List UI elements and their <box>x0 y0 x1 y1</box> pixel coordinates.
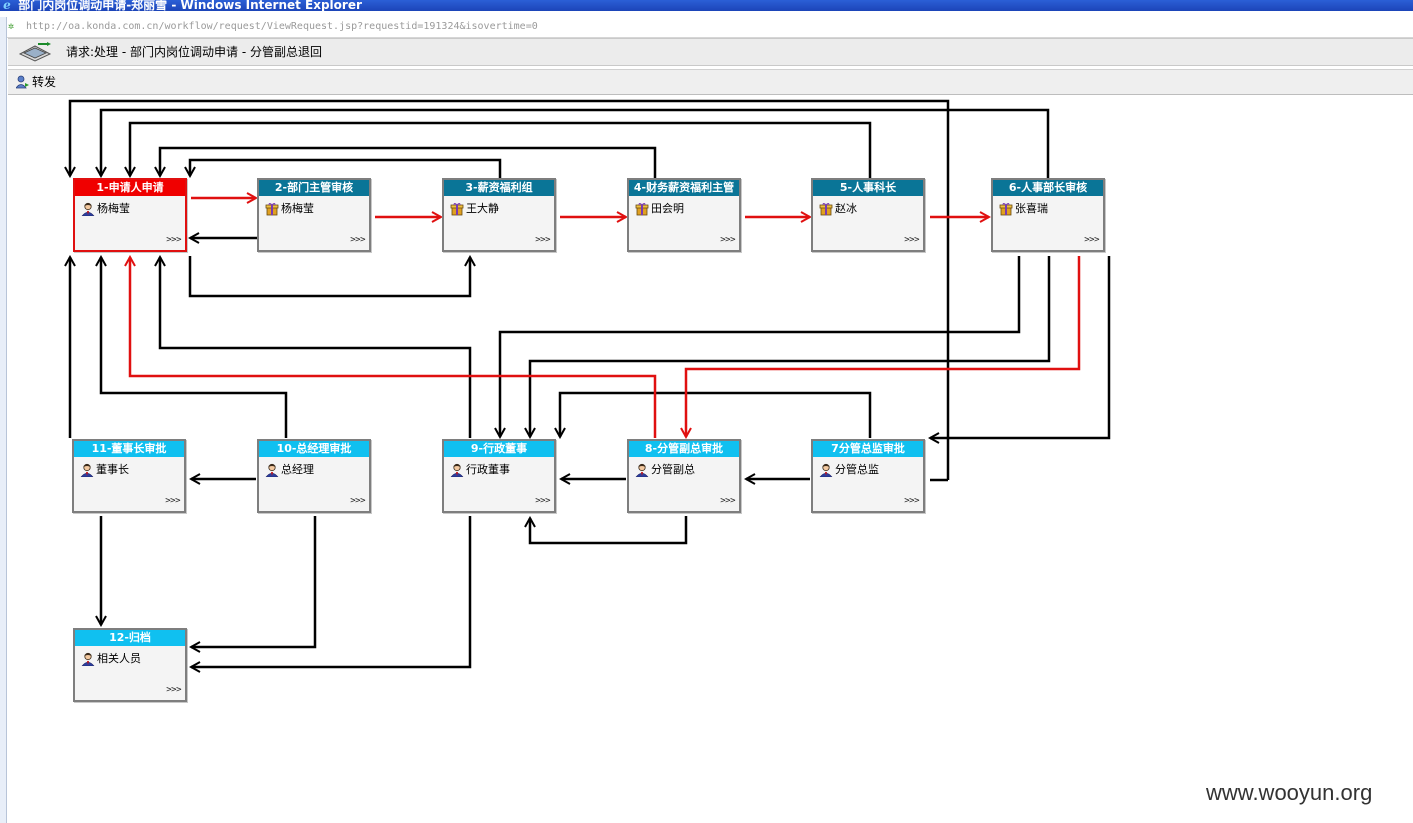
node-more-link[interactable]: >>> <box>1084 235 1099 245</box>
node-more-link[interactable]: >>> <box>166 685 181 695</box>
node-operator: 分管总监 <box>819 463 879 477</box>
node-operator: 张喜瑞 <box>999 202 1048 216</box>
node-title: 1-申请人申请 <box>75 180 185 196</box>
workflow-request-icon <box>18 42 52 62</box>
operator-name: 分管副总 <box>651 463 695 476</box>
workflow-node-12[interactable]: 12-归档相关人员 >>> <box>73 628 187 702</box>
left-frame-edge <box>0 17 7 823</box>
node-title: 7分管总监审批 <box>813 441 923 457</box>
workflow-node-3[interactable]: 3-薪资福利组王大静 >>> <box>442 178 556 252</box>
node-operator: 赵冰 <box>819 202 857 216</box>
node-title: 2-部门主管审核 <box>259 180 369 196</box>
operator-name: 田会明 <box>651 202 684 215</box>
request-title-bar: 请求:处理 - 部门内岗位调动申请 - 分管副总退回 <box>8 38 1413 66</box>
node-more-link[interactable]: >>> <box>904 235 919 245</box>
taken-path-line <box>686 256 1081 437</box>
action-toolbar: 转发 <box>8 69 1413 95</box>
request-title: 请求:处理 - 部门内岗位调动申请 - 分管副总退回 <box>66 45 322 59</box>
connector-line <box>101 257 288 438</box>
workflow-node-4[interactable]: 4-财务薪资福利主管田会明 >>> <box>627 178 741 252</box>
workflow-node-10[interactable]: 10-总经理审批总经理 >>> <box>257 439 371 513</box>
workflow-node-8[interactable]: 8-分管副总审批分管副总 >>> <box>627 439 741 513</box>
node-more-link[interactable]: >>> <box>720 235 735 245</box>
node-title: 4-财务薪资福利主管 <box>629 180 739 196</box>
node-title: 9-行政董事 <box>444 441 554 457</box>
node-more-link[interactable]: >>> <box>350 496 365 506</box>
node-operator: 杨梅莹 <box>265 202 314 216</box>
node-operator: 总经理 <box>265 463 314 477</box>
node-more-link[interactable]: >>> <box>535 496 550 506</box>
node-operator: 相关人员 <box>81 652 141 666</box>
operator-name: 总经理 <box>281 463 314 476</box>
node-title: 12-归档 <box>75 630 185 646</box>
node-operator: 王大静 <box>450 202 499 216</box>
connector-line <box>930 256 1111 438</box>
connector-line <box>101 108 1050 178</box>
connector-line <box>530 516 688 545</box>
operator-name: 董事长 <box>96 463 129 476</box>
node-more-link[interactable]: >>> <box>720 496 735 506</box>
node-more-link[interactable]: >>> <box>350 235 365 245</box>
connector-line <box>560 391 872 438</box>
connector-line <box>500 256 1021 437</box>
workflow-node-2[interactable]: 2-部门主管审核杨梅莹 >>> <box>257 178 371 252</box>
workflow-node-6[interactable]: 6-人事部长审核张喜瑞 >>> <box>991 178 1105 252</box>
connector-line <box>191 516 317 647</box>
taken-path-line <box>130 257 657 438</box>
node-title: 11-董事长审批 <box>74 441 184 457</box>
node-title: 10-总经理审批 <box>259 441 369 457</box>
connector-line <box>160 146 657 178</box>
workflow-node-11[interactable]: 11-董事长审批董事长 >>> <box>72 439 186 513</box>
forward-label: 转发 <box>32 75 57 89</box>
operator-name: 赵冰 <box>835 202 857 215</box>
window-title-bar: e 部门内岗位调动申请-郑丽雪 - Windows Internet Explo… <box>0 0 1413 11</box>
node-more-link[interactable]: >>> <box>165 496 180 506</box>
address-host: http://oa.konda.com.cn <box>26 21 159 32</box>
node-more-link[interactable]: >>> <box>904 496 919 506</box>
connector-line <box>70 99 950 480</box>
node-operator: 行政董事 <box>450 463 510 477</box>
node-title: 8-分管副总审批 <box>629 441 739 457</box>
connector-line <box>190 158 502 178</box>
operator-name: 行政董事 <box>466 463 510 476</box>
node-title: 5-人事科长 <box>813 180 923 196</box>
workflow-node-5[interactable]: 5-人事科长赵冰 >>> <box>811 178 925 252</box>
address-path: /workflow/request/ViewRequest.jsp?reques… <box>158 21 538 32</box>
ie-logo-icon: e <box>3 0 11 11</box>
operator-name: 相关人员 <box>97 652 141 665</box>
node-title: 6-人事部长审核 <box>993 180 1103 196</box>
node-title: 3-薪资福利组 <box>444 180 554 196</box>
node-operator: 田会明 <box>635 202 684 216</box>
forward-button[interactable]: 转发 <box>12 70 56 94</box>
operator-name: 分管总监 <box>835 463 879 476</box>
connector-line <box>188 256 470 298</box>
operator-name: 杨梅莹 <box>281 202 314 215</box>
connector-line <box>191 516 472 667</box>
workflow-node-7[interactable]: 7分管总监审批分管总监 >>> <box>811 439 925 513</box>
operator-name: 张喜瑞 <box>1015 202 1048 215</box>
workflow-node-1[interactable]: 1-申请人申请杨梅莹 >>> <box>73 178 187 252</box>
connector-line <box>530 256 1051 437</box>
workflow-node-9[interactable]: 9-行政董事行政董事 >>> <box>442 439 556 513</box>
watermark: www.wooyun.org <box>1206 780 1373 805</box>
forward-user-icon <box>16 75 29 89</box>
page-icon: ✲ <box>8 21 15 32</box>
connector-line <box>160 257 472 438</box>
node-operator: 杨梅莹 <box>81 202 130 216</box>
node-operator: 董事长 <box>80 463 129 477</box>
window-title: 部门内岗位调动申请-郑丽雪 - Windows Internet Explore… <box>18 0 362 11</box>
node-more-link[interactable]: >>> <box>535 235 550 245</box>
connector-line <box>130 121 872 178</box>
node-more-link[interactable]: >>> <box>166 235 181 245</box>
operator-name: 王大静 <box>466 202 499 215</box>
node-operator: 分管副总 <box>635 463 695 477</box>
address-bar[interactable]: ✲ http://oa.konda.com.cn/workflow/request… <box>0 17 1413 38</box>
operator-name: 杨梅莹 <box>97 202 130 215</box>
